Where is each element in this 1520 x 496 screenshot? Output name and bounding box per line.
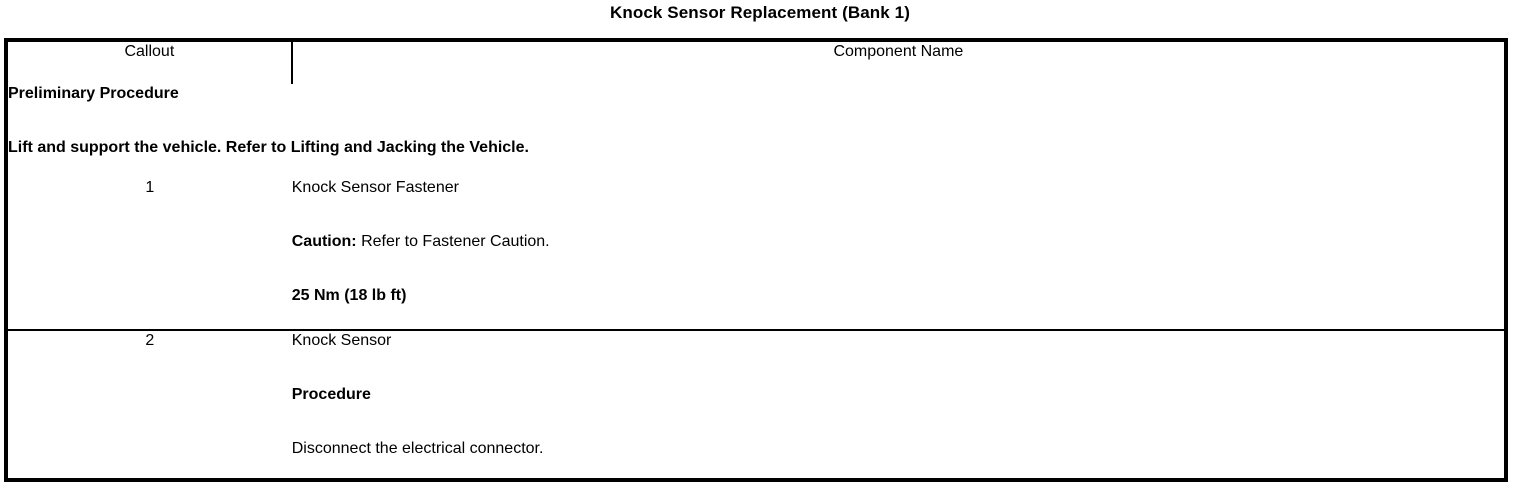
preliminary-procedure-cell: Preliminary Procedure Lift and support t… [6, 84, 1506, 178]
caution-label-1: Caution: [291, 233, 357, 250]
preliminary-procedure-heading: Preliminary Procedure [8, 85, 179, 102]
caution-text-1: Refer to Fastener Caution. [356, 233, 550, 250]
callout-number-1: 1 [145, 179, 155, 196]
preliminary-procedure-row: Preliminary Procedure Lift and support t… [6, 84, 1506, 178]
table-row: 1 Knock Sensor Fastener Caution: Refer t… [6, 178, 1506, 330]
preliminary-procedure-text: Lift and support the vehicle. Refer to L… [8, 139, 529, 156]
component-name-1: Knock Sensor Fastener [291, 179, 459, 196]
callout-number-2: 2 [6, 329, 292, 480]
column-header-callout: Callout [6, 40, 293, 84]
torque-spec-1: 25 Nm (18 lb ft) [291, 287, 407, 304]
column-header-component-name: Component Name [833, 43, 964, 60]
component-cell-1: Knock Sensor Fastener Caution: Refer to … [292, 178, 1506, 330]
procedure-table: Callout Component Name Preliminary Proce… [4, 38, 1508, 482]
page-title: Knock Sensor Replacement (Bank 1) [610, 3, 910, 22]
component-name-2: Knock Sensor [291, 332, 392, 349]
component-cell-2: Knock Sensor Procedure Disconnect the el… [291, 329, 1506, 480]
caution-note-1: Caution: Refer to Fastener Caution. [292, 232, 1504, 252]
procedure-label-2: Procedure [291, 386, 371, 403]
table-header-row: Callout Component Name [6, 40, 1506, 84]
table-row: 2 Knock Sensor Procedure Disconnect the … [6, 329, 1506, 480]
procedure-step-2: Disconnect the electrical connector. [291, 440, 544, 457]
